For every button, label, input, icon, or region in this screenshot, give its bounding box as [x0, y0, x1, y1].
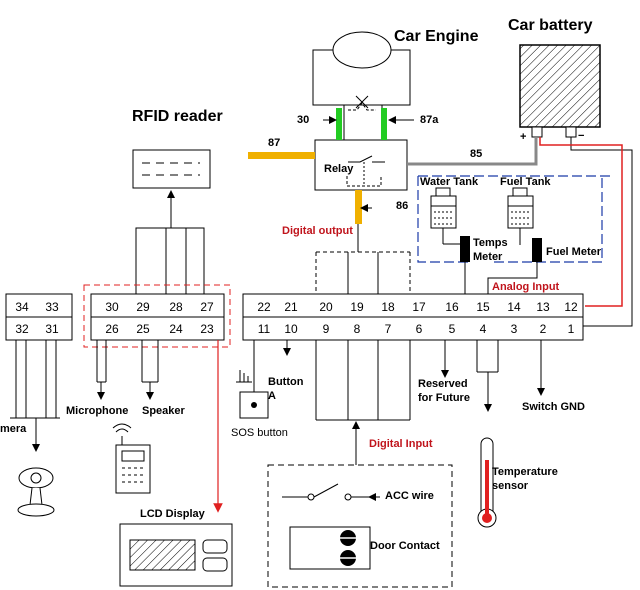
pin-12: 12 — [564, 300, 578, 314]
fuel-meter-label: Fuel Meter — [546, 246, 602, 258]
relay-label: Relay — [324, 163, 354, 175]
button-a-label-1: Button — [268, 376, 304, 388]
pin-17: 17 — [412, 300, 426, 314]
pin-26: 26 — [105, 322, 119, 336]
reserved-label-1: Reserved — [418, 378, 468, 390]
digital-output-label: Digital output — [282, 225, 353, 237]
relay-pin30-label: 30 — [297, 114, 310, 126]
pin-8: 8 — [353, 322, 361, 336]
relay-pin87a-label: 87a — [420, 114, 439, 126]
pin-5: 5 — [448, 322, 456, 336]
pin-4: 4 — [479, 322, 487, 336]
pin-29: 29 — [136, 300, 150, 314]
rfid-reader-title: RFID reader — [132, 108, 223, 125]
battery-minus: − — [578, 130, 585, 142]
rfid-dashed-box — [83, 284, 231, 348]
reserved-label-2: for Future — [418, 392, 470, 404]
pin-31: 31 — [45, 322, 59, 336]
lcd-display-label: LCD Display — [140, 508, 205, 520]
analog-input-label: Analog Input — [492, 281, 560, 293]
pin-9: 9 — [322, 322, 330, 336]
temps-meter-label-2: Meter — [473, 251, 503, 263]
pin-6: 6 — [415, 322, 423, 336]
temps-meter — [460, 236, 470, 262]
wire-power — [539, 137, 623, 307]
pin-20: 20 — [319, 300, 333, 314]
pin-11: 11 — [257, 322, 271, 336]
temperature-sensor-icon — [477, 437, 497, 528]
pin-34: 34 — [15, 300, 29, 314]
sos-button-label: SOS button — [231, 427, 288, 439]
car-battery-title: Car battery — [508, 17, 593, 34]
digital-output-block — [315, 224, 411, 294]
car-engine — [312, 31, 411, 140]
car-battery — [519, 44, 601, 138]
wire-85 — [407, 137, 538, 166]
pin-18: 18 — [381, 300, 395, 314]
relay-pin87a-lead — [381, 108, 387, 140]
digital-input-box — [267, 464, 453, 588]
fuel-meter — [532, 238, 542, 262]
camera-icon — [17, 467, 55, 517]
rfid-connector — [90, 293, 225, 341]
relay-pin87-lead — [248, 152, 315, 159]
car-engine-title: Car Engine — [394, 28, 479, 45]
fuel-tank — [507, 187, 534, 245]
pin-13: 13 — [536, 300, 550, 314]
pin-2: 2 — [539, 322, 547, 336]
button-a-label-2: A — [268, 390, 276, 402]
pin-3: 3 — [510, 322, 518, 336]
camera-connector — [5, 293, 73, 452]
fuel-tank-label: Fuel Tank — [500, 176, 551, 188]
relay-pin86-label: 86 — [396, 200, 409, 212]
phone-icon — [112, 423, 151, 494]
pin-27: 27 — [200, 300, 214, 314]
relay-pin87-label: 87 — [268, 137, 281, 149]
relay — [314, 95, 408, 191]
pin-22: 22 — [257, 300, 271, 314]
pin-16: 16 — [445, 300, 459, 314]
pin-19: 19 — [350, 300, 364, 314]
relay-pin85-label: 85 — [470, 148, 483, 160]
pin-14: 14 — [507, 300, 521, 314]
digital-input-label: Digital Input — [369, 438, 433, 450]
pin-28: 28 — [169, 300, 183, 314]
pin-23: 23 — [200, 322, 214, 336]
main-connector — [242, 293, 584, 341]
relay-pin30-lead — [336, 108, 342, 140]
rfid-reader — [132, 149, 211, 295]
pin-7: 7 — [384, 322, 392, 336]
pin-15: 15 — [476, 300, 490, 314]
acc-wire-label: ACC wire — [385, 490, 434, 502]
pin-24: 24 — [169, 322, 183, 336]
pin-33: 33 — [45, 300, 59, 314]
speaker-label: Speaker — [142, 405, 185, 417]
pin-32: 32 — [15, 322, 29, 336]
pin-1: 1 — [567, 322, 575, 336]
pin-30: 30 — [105, 300, 119, 314]
temperature-sensor-label-2: sensor — [492, 480, 529, 492]
microphone-label: Microphone — [66, 405, 129, 417]
water-tank — [430, 187, 460, 245]
pin-10: 10 — [284, 322, 298, 336]
camera-label: mera — [0, 423, 27, 435]
door-contact-label: Door Contact — [370, 540, 440, 552]
digital-input-block — [315, 340, 411, 465]
analog-input-box — [417, 175, 612, 263]
temps-meter-label-1: Temps — [473, 237, 508, 249]
pin-21: 21 — [284, 300, 298, 314]
pin-25: 25 — [136, 322, 150, 336]
acc-switch — [282, 483, 380, 501]
water-tank-label: Water Tank — [420, 176, 479, 188]
door-contact-switch — [289, 526, 371, 570]
ground-symbol — [236, 370, 252, 383]
lcd-display — [119, 523, 233, 587]
battery-plus: + — [520, 131, 527, 143]
temperature-sensor-label-1: Temperature — [492, 466, 558, 478]
relay-pin86-lead — [355, 190, 362, 224]
switch-gnd-label: Switch GND — [522, 401, 585, 413]
